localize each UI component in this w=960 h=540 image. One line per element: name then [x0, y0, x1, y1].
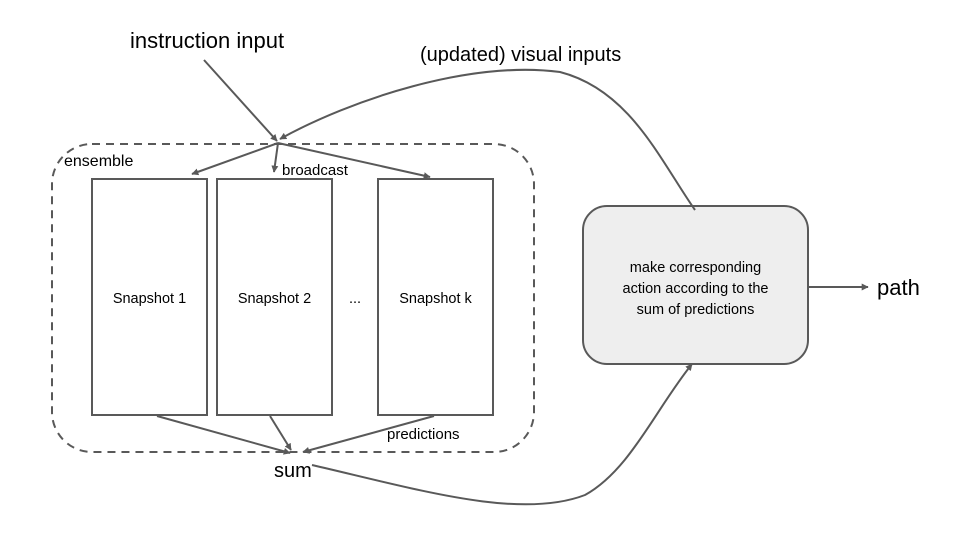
action-box	[582, 205, 809, 365]
snapshot-ellipsis: ...	[349, 291, 361, 307]
instruction-input-arrow	[203, 59, 278, 142]
prediction-arrow-2	[269, 415, 292, 451]
visual-inputs-label: (updated) visual inputs	[420, 44, 621, 66]
ensemble-container	[51, 143, 535, 453]
action-box-line-2: action according to the	[623, 281, 769, 297]
action-box-line-3: sum of predictions	[637, 302, 755, 318]
ensemble-label: ensemble	[64, 153, 133, 170]
path-label: path	[877, 275, 920, 300]
prediction-arrow-k	[302, 415, 435, 454]
prediction-arrow-1	[156, 415, 291, 455]
sum-label: sum	[274, 460, 312, 482]
instruction-input-label: instruction input	[130, 28, 284, 53]
sum-to-action-arrow	[311, 363, 693, 506]
action-box-line-1: make corresponding	[630, 260, 761, 276]
broadcast-label: broadcast	[282, 162, 349, 179]
snapshot-box-2	[216, 178, 333, 416]
snapshot-label-2: Snapshot 2	[238, 291, 311, 307]
broadcast-arrow-1	[191, 142, 279, 176]
snapshot-label-1: Snapshot 1	[113, 291, 186, 307]
broadcast-arrow-k	[277, 142, 431, 180]
predictions-label: predictions	[387, 426, 460, 443]
snapshot-label-k: Snapshot k	[399, 291, 472, 307]
snapshot-box-k	[377, 178, 494, 416]
broadcast-arrow-2	[271, 142, 279, 173]
snapshot-box-1	[91, 178, 208, 416]
visual-inputs-feedback-arrow	[279, 68, 696, 211]
